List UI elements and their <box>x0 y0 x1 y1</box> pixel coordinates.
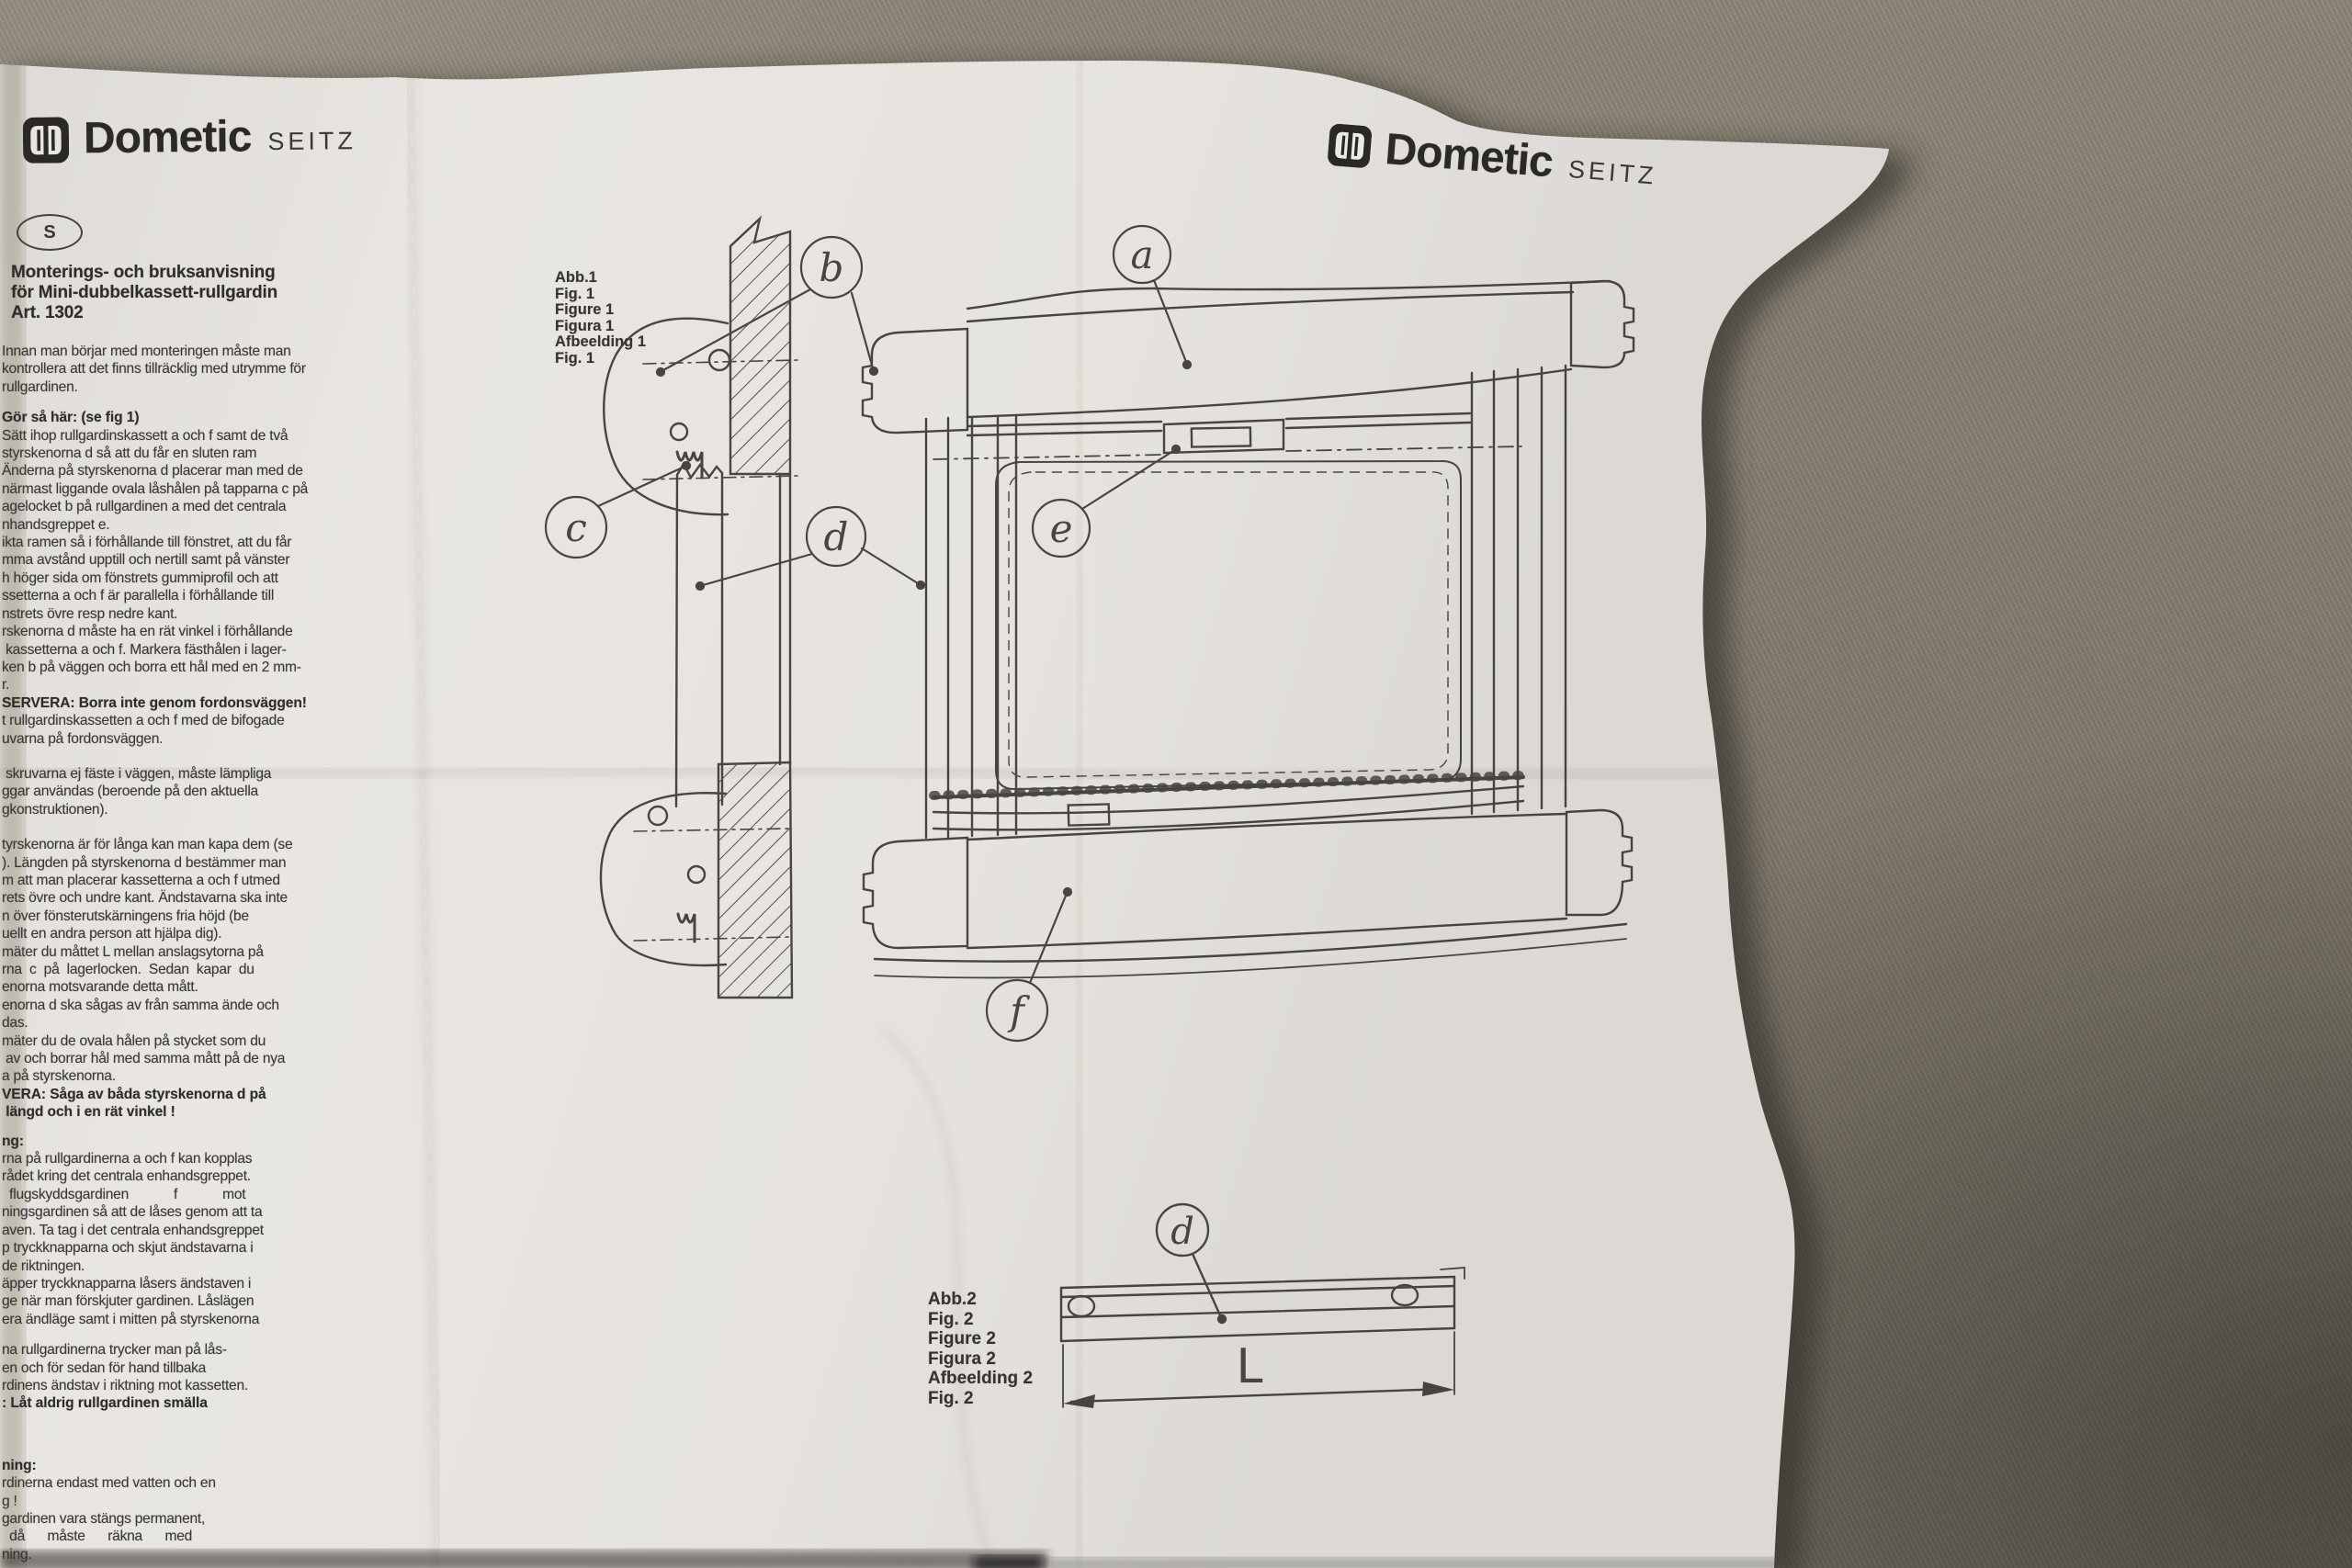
text-line: rdinens ändstav i riktning mot kassetten… <box>2 1377 248 1393</box>
paragraph: skruvarna ej fäste i väggen, måste lämpl… <box>2 765 371 818</box>
header-left: Dometic SEITZ <box>22 112 357 164</box>
text-line: Sätt ihop rullgardinskassett a och f sam… <box>2 427 288 444</box>
text-line: Art. 1302 <box>11 303 84 322</box>
text-line: ning. <box>2 1546 32 1562</box>
text-line: aven. Ta tag i det centrala enhandsgrepp… <box>2 1222 264 1238</box>
text-line: ikta ramen så i förhållande till fönstre… <box>2 535 292 551</box>
text-line: ning: <box>2 1457 37 1473</box>
text-line: nstrets övre resp nedre kant. <box>2 605 178 622</box>
text-line: mäter du de ovala hålen på stycket som d… <box>2 1032 266 1049</box>
text-line: för Mini-dubbelkassett-rullgardin <box>11 283 278 302</box>
text-line: ng: <box>2 1133 24 1149</box>
text-line: Fig. 2 <box>928 1388 974 1408</box>
text-line: ge när man förskjuter gardinen. Låslägen <box>2 1293 254 1310</box>
text-line: kontrollera att det finns tillräcklig me… <box>2 361 306 378</box>
text-line: Afbeelding 1 <box>555 333 647 351</box>
text-line: ningsgardinen så att de låses genom att … <box>2 1204 263 1221</box>
text-line: rådet kring det centrala enhandsgreppet. <box>2 1168 251 1185</box>
paragraph: tyrskenorna är för långa kan man kapa de… <box>2 836 371 1122</box>
text-line: nhandsgreppet e. <box>2 516 110 533</box>
text-line: en och för sedan för hand tillbaka <box>2 1359 207 1376</box>
dometic-logo-icon <box>1328 123 1373 168</box>
text-line: Monterings- och bruksanvisning <box>11 263 276 282</box>
text-line: ken b på väggen och borra ett hål med en… <box>2 659 301 675</box>
text-line: rullgardinen. <box>2 378 78 395</box>
text-line: enorna d ska sågas av från samma ände oc… <box>2 997 279 1013</box>
header-right: Dometic SEITZ <box>1327 123 1659 194</box>
body-text-column: Innan man börjar med monteringen måste m… <box>2 343 371 1563</box>
text-line: rdinerna endast med vatten och en <box>2 1475 216 1492</box>
sub-brand-text: SEITZ <box>267 127 357 156</box>
text-line: n över fönsterutskärningens fria höjd (b… <box>2 908 249 924</box>
text-line: na rullgardinerna trycker man på lås- <box>2 1342 227 1359</box>
paragraph: ng: rna på rullgardinerna a och f kan kop… <box>2 1133 371 1328</box>
text-line: Fig. 1 <box>555 349 595 367</box>
text-line: enorna motsvarande detta mått. <box>2 979 198 996</box>
text-line: agelocket b på rullgardinen a med det ce… <box>2 499 287 515</box>
text-line: era ändläge samt i mitten på styrskenorn… <box>2 1311 260 1327</box>
text-line: närmast liggande ovala låshålen på tappa… <box>2 480 309 497</box>
text-line: VERA: Såga av båda styrskenorna d på <box>2 1086 266 1102</box>
text-line: mäter du måttet L mellan anslagsytorna p… <box>2 943 264 960</box>
text-line: Figura 2 <box>928 1348 996 1369</box>
text-line: Abb.2 <box>928 1290 977 1309</box>
text-line: Innan man börjar med monteringen måste m… <box>2 344 291 359</box>
text-line: t rullgardinskassetten a och f med de bi… <box>2 713 285 729</box>
text-line: h höger sida om fönstrets gummiprofil oc… <box>2 570 278 586</box>
text-line: de riktningen. <box>2 1258 85 1274</box>
text-line: Figura 1 <box>555 317 615 334</box>
text-line: Figure 2 <box>928 1329 996 1348</box>
text-line: Figure 1 <box>555 301 615 319</box>
text-line: ssetterna a och f är parallella i förhål… <box>2 588 275 604</box>
paragraph: SERVERA: Borra inte genom fordonsväggen!… <box>2 694 371 748</box>
text-line: SERVERA: Borra inte genom fordonsväggen! <box>2 694 307 711</box>
text-line: då måste räkna med <box>2 1529 193 1545</box>
text-line: Gör så här: (se fig 1) <box>2 410 140 426</box>
text-line: flugskyddsgardinen f mot <box>2 1186 246 1202</box>
text-line: das. <box>2 1015 28 1032</box>
brand-text: Dometic <box>83 112 252 164</box>
text-line: skruvarna ej fäste i väggen, måste lämpl… <box>2 765 272 782</box>
text-line: r. <box>2 677 10 694</box>
text-line: Fig. 1 <box>555 285 595 302</box>
text-line: rskenorna d måste ha en rät vinkel i för… <box>2 624 293 640</box>
sub-brand-text: SEITZ <box>1567 154 1658 190</box>
paragraph: Innan man börjar med monteringen måste m… <box>2 343 371 396</box>
text-line: gkonstruktionen). <box>2 801 108 818</box>
text-line: Änderna på styrskenorna d placerar man m… <box>2 463 303 479</box>
text-line: mma avstånd upptill och nertill samt på … <box>2 552 290 569</box>
text-line: uvarna på fordonsväggen. <box>2 730 164 747</box>
paragraph: na rullgardinerna trycker man på lås-en … <box>2 1341 371 1413</box>
text-line: : Låt aldrig rullgardinen smälla <box>2 1395 208 1412</box>
text-line: p tryckknapparna och skjut ändstavarna i <box>2 1240 254 1257</box>
text-line: m att man placerar kassetterna a och f u… <box>2 872 280 888</box>
text-line: ). Längden på styrskenorna d bestämmer m… <box>2 854 287 871</box>
text-line: tyrskenorna är för långa kan man kapa de… <box>2 837 293 853</box>
text-line: rna på rullgardinerna a och f kan koppla… <box>2 1151 253 1168</box>
text-line: Afbeelding 2 <box>928 1369 1034 1388</box>
text-line: rna c på lagerlocken. Sedan kapar du <box>2 962 254 977</box>
text-line: längd och i en rät vinkel ! <box>2 1104 175 1121</box>
text-line: äpper tryckknapparna låsers ändstaven i <box>2 1275 252 1292</box>
dometic-logo-icon <box>22 117 70 164</box>
text-line: Abb.1 <box>555 269 597 286</box>
language-badge: S <box>17 214 83 251</box>
text-line: uellt en andra person att hjälpa dig). <box>2 926 222 942</box>
paragraph: Gör så här: (se fig 1)Sätt ihop rullgard… <box>2 409 371 694</box>
text-line: av och borrar hål med samma mått på de n… <box>2 1051 286 1067</box>
text-line: a på styrskenorna. <box>2 1068 116 1085</box>
text-line: styrskenorna d så att du får en sluten r… <box>2 446 257 462</box>
text-line: gardinen vara stängs permanent, <box>2 1510 206 1527</box>
text-line: rets övre och undre kant. Ändstavarna sk… <box>2 890 288 907</box>
text-line: kassetterna a och f. Markera fästhålen i… <box>2 641 287 658</box>
text-line: ggar användas (beroende på den aktuella <box>2 784 258 800</box>
text-line: g ! <box>2 1493 17 1509</box>
text-line: Fig. 2 <box>928 1309 974 1329</box>
